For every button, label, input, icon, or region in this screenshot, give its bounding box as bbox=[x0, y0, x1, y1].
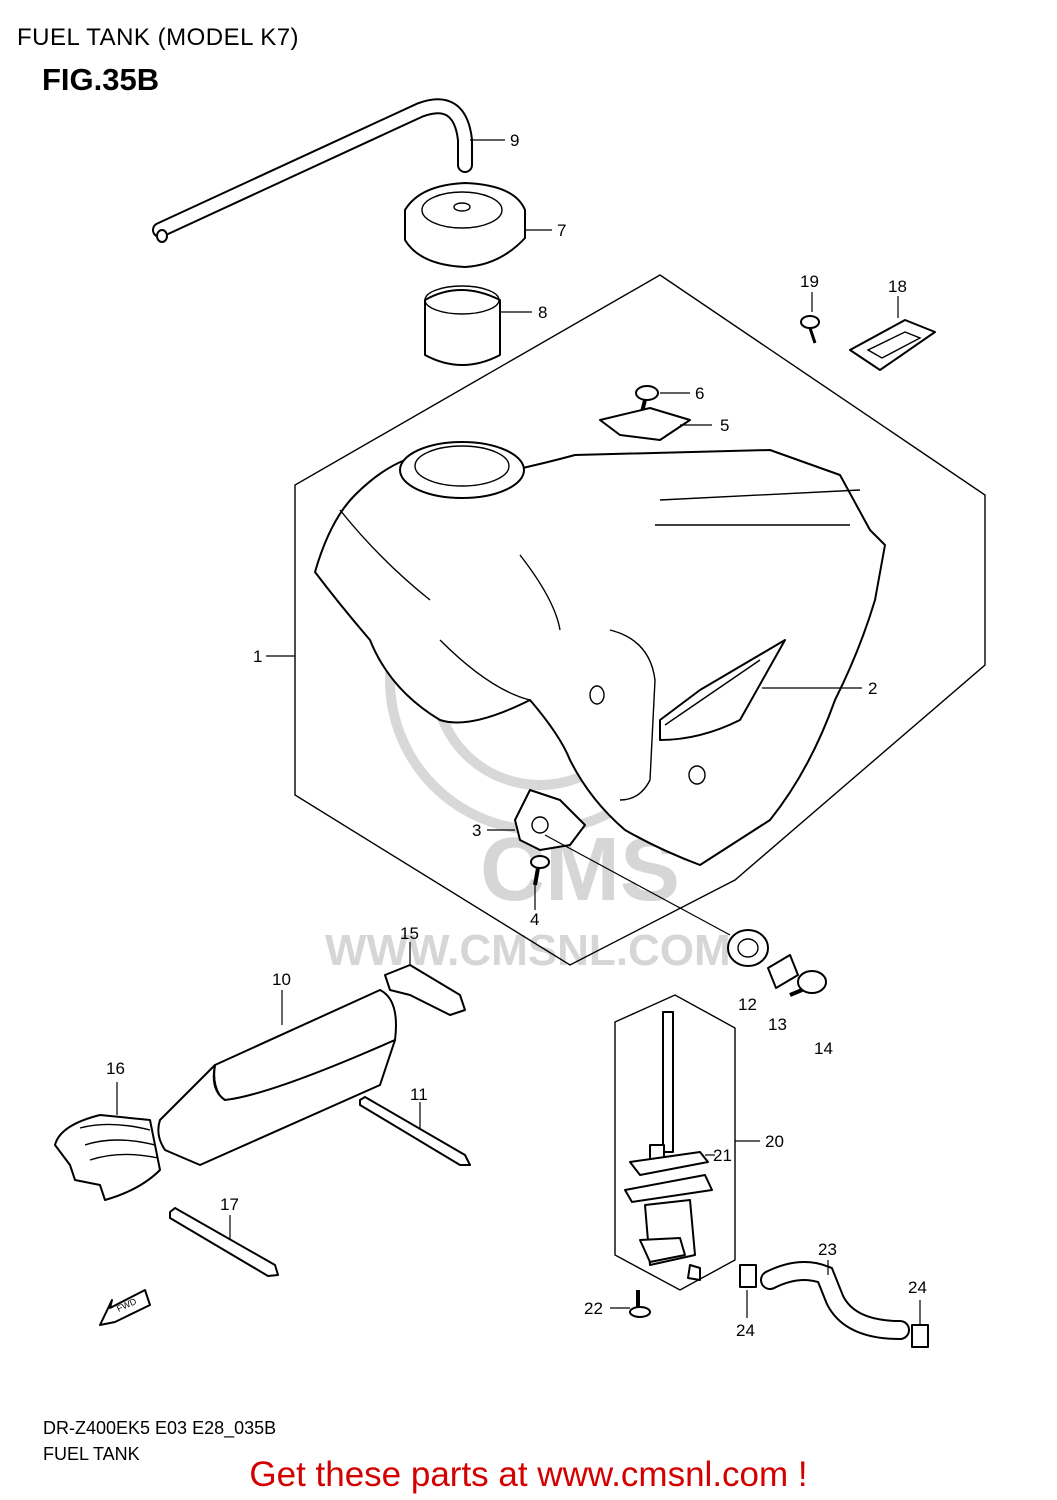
callout-24-left: 24 bbox=[736, 1321, 755, 1340]
callout-17: 17 bbox=[220, 1195, 239, 1214]
bolt-14 bbox=[789, 970, 827, 997]
protector-16 bbox=[54, 1082, 161, 1201]
callout-3: 3 bbox=[472, 821, 481, 840]
forward-arrow-badge: FWD bbox=[99, 1289, 151, 1326]
watermark: CMS WWW.CMSNL.COM bbox=[325, 525, 731, 975]
callout-4: 4 bbox=[530, 910, 539, 929]
diagram-code: DR-Z400EK5 E03 E28_035B bbox=[43, 1418, 277, 1438]
hose-clip-left bbox=[739, 1264, 757, 1318]
callout-18: 18 bbox=[888, 277, 907, 296]
page-title: FUEL TANK (MODEL K7) bbox=[17, 24, 300, 51]
fuel-cock-group-outline bbox=[614, 994, 736, 1291]
callout-5: 5 bbox=[720, 416, 729, 435]
callout-12: 12 bbox=[738, 995, 757, 1014]
callout-15: 15 bbox=[400, 924, 419, 943]
callout-13: 13 bbox=[768, 1015, 787, 1034]
side-pad bbox=[659, 639, 862, 741]
callout-11: 11 bbox=[410, 1085, 428, 1104]
callout-labels: 1 2 3 4 5 6 7 8 9 10 11 12 13 14 15 16 1… bbox=[106, 131, 927, 1340]
leader-tank-grommet bbox=[544, 834, 731, 936]
strap-hook bbox=[849, 296, 936, 371]
promo-link-text[interactable]: Get these parts at www.cmsnl.com ! bbox=[249, 1455, 808, 1494]
breather-hose bbox=[152, 98, 505, 243]
callout-14: 14 bbox=[814, 1039, 833, 1058]
callout-24-right: 24 bbox=[908, 1278, 927, 1297]
callout-8: 8 bbox=[538, 303, 547, 322]
clip-15 bbox=[384, 942, 466, 1016]
grommet-12 bbox=[727, 929, 769, 967]
hose-clip-right bbox=[911, 1300, 929, 1348]
callout-7: 7 bbox=[557, 221, 566, 240]
bolt-4 bbox=[530, 855, 550, 910]
fuel-cock bbox=[624, 1011, 715, 1281]
callout-10: 10 bbox=[272, 970, 291, 989]
bolt-6 bbox=[635, 385, 690, 413]
filler-neck bbox=[424, 285, 532, 366]
watermark-url: WWW.CMSNL.COM bbox=[325, 926, 731, 975]
diagram-name: FUEL TANK bbox=[43, 1444, 140, 1464]
fuel-tank bbox=[314, 441, 886, 866]
callout-9: 9 bbox=[510, 131, 519, 150]
callout-6: 6 bbox=[695, 384, 704, 403]
screw-19 bbox=[800, 292, 820, 344]
callout-2: 2 bbox=[868, 679, 877, 698]
callout-21: 21 bbox=[713, 1146, 732, 1165]
screw-22 bbox=[610, 1290, 651, 1318]
cable-tie-11 bbox=[359, 1096, 471, 1166]
fuel-cap bbox=[404, 182, 552, 268]
callout-20: 20 bbox=[765, 1132, 784, 1151]
fuel-hose bbox=[760, 1260, 910, 1340]
callout-1: 1 bbox=[253, 647, 262, 666]
callout-19: 19 bbox=[800, 272, 819, 291]
heat-cover bbox=[157, 989, 397, 1166]
bracket-5 bbox=[599, 407, 712, 441]
cable-tie-17 bbox=[169, 1207, 279, 1277]
collar-13 bbox=[767, 954, 799, 989]
callout-16: 16 bbox=[106, 1059, 125, 1078]
callout-22: 22 bbox=[584, 1299, 603, 1318]
tank-group-outline bbox=[294, 274, 986, 966]
mount-plate bbox=[487, 789, 586, 851]
figure-number: FIG.35B bbox=[42, 62, 160, 97]
callout-23: 23 bbox=[818, 1240, 837, 1259]
